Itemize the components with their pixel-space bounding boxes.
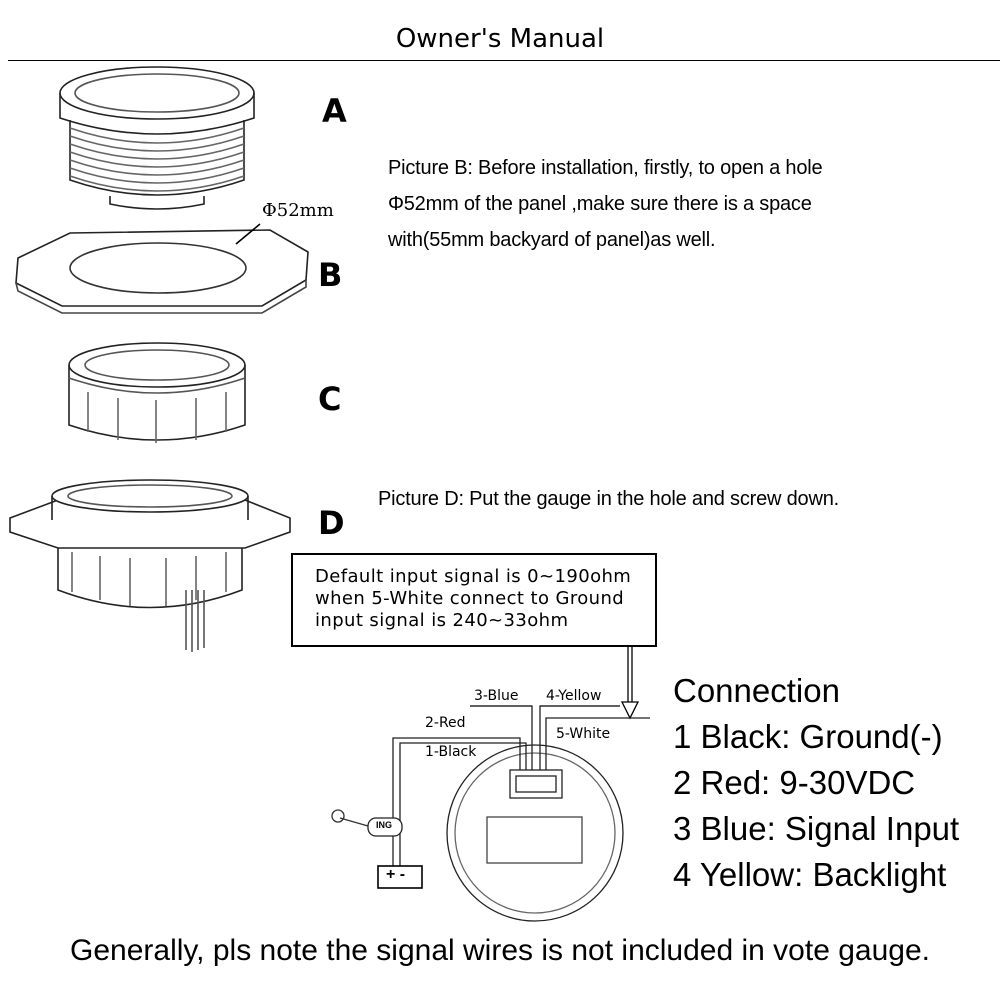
picture-d-description: Picture D: Put the gauge in the hole and… bbox=[378, 488, 839, 510]
connection-item: 2 Red: 9-30VDC bbox=[673, 764, 916, 801]
signal-arrow bbox=[620, 646, 640, 720]
connection-list: Connection 1 Black: Ground(-) 2 Red: 9-3… bbox=[673, 668, 993, 898]
ignition-label: ING bbox=[376, 820, 393, 830]
footer-note: Generally, pls note the signal wires is … bbox=[70, 934, 930, 967]
gauge-body-illustration bbox=[59, 66, 255, 210]
panel-plate-illustration bbox=[15, 223, 309, 314]
signal-note-line-2: when 5-White connect to Ground bbox=[315, 588, 625, 609]
wire-label-black: 1-Black bbox=[425, 744, 477, 760]
part-label-a: A bbox=[322, 92, 347, 130]
picture-b-description: Picture B: Before installation, firstly,… bbox=[388, 150, 988, 258]
part-label-b: B bbox=[318, 256, 343, 294]
wire-label-white: 5-White bbox=[556, 726, 611, 742]
hole-diameter-label: Φ52mm bbox=[262, 200, 334, 221]
signal-note-line-3: input signal is 240~33ohm bbox=[315, 610, 569, 631]
connection-heading: Connection bbox=[673, 672, 840, 709]
assembled-gauge-illustration bbox=[9, 479, 291, 652]
connection-item: 4 Yellow: Backlight bbox=[673, 856, 947, 893]
picture-b-line-1: Picture B: Before installation, firstly,… bbox=[388, 157, 823, 179]
connection-item: 3 Blue: Signal Input bbox=[673, 810, 960, 847]
part-label-c: C bbox=[318, 380, 342, 418]
mounting-nut-illustration bbox=[68, 342, 246, 443]
wire-label-yellow: 4-Yellow bbox=[546, 688, 602, 704]
wire-label-red: 2-Red bbox=[425, 715, 466, 731]
title-divider bbox=[8, 60, 1000, 61]
connection-item: 1 Black: Ground(-) bbox=[673, 718, 943, 755]
battery-label: + - bbox=[386, 866, 406, 883]
signal-note-line-1: Default input signal is 0~190ohm bbox=[315, 566, 632, 587]
wiring-diagram bbox=[331, 705, 650, 922]
part-label-d: D bbox=[318, 504, 345, 542]
signal-note-text: Default input signal is 0~190ohm when 5-… bbox=[315, 566, 655, 632]
wire-label-blue: 3-Blue bbox=[474, 688, 519, 704]
picture-b-line-3: with(55mm backyard of panel)as well. bbox=[388, 229, 716, 251]
page-title: Owner's Manual bbox=[395, 24, 605, 54]
picture-b-line-2: Φ52mm of the panel ,make sure there is a… bbox=[388, 193, 812, 215]
signal-note-box bbox=[291, 553, 657, 647]
